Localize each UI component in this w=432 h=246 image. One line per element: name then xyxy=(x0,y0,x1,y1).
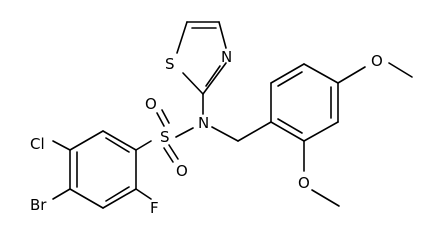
benzene-ring-left xyxy=(69,130,137,209)
bond-ch2-aryl xyxy=(237,121,272,142)
bond-n-ch2 xyxy=(211,126,239,142)
bond-c-br xyxy=(52,188,71,200)
atom-oxygen-bottom: O xyxy=(176,162,188,180)
bond-o-ch3-ortho xyxy=(311,189,340,207)
atom-nitrogen-amide: N xyxy=(198,114,209,132)
bond-c-o-para xyxy=(337,66,366,84)
atom-oxygen-methoxy-para: O xyxy=(371,52,383,70)
bond-c-s xyxy=(135,140,152,151)
atom-fluorine: F xyxy=(150,199,159,217)
atom-nitrogen-thiazole: N xyxy=(221,48,232,66)
atom-sulfur-sulfonyl: S xyxy=(160,128,170,146)
atom-chlorine: Cl xyxy=(30,135,45,153)
thiazole-ring xyxy=(176,21,227,95)
bond-o-ch3-para xyxy=(388,62,413,78)
atom-bromine: Br xyxy=(30,196,47,214)
atom-oxygen-methoxy-ortho: O xyxy=(298,174,310,192)
atom-oxygen-top: O xyxy=(145,95,157,113)
bond-c-f xyxy=(135,188,152,200)
sulfonyl-group xyxy=(156,109,194,163)
benzene-ring-right xyxy=(270,63,339,142)
atom-sulfur-thiazole: S xyxy=(165,55,175,73)
bond-c-cl xyxy=(52,140,71,151)
